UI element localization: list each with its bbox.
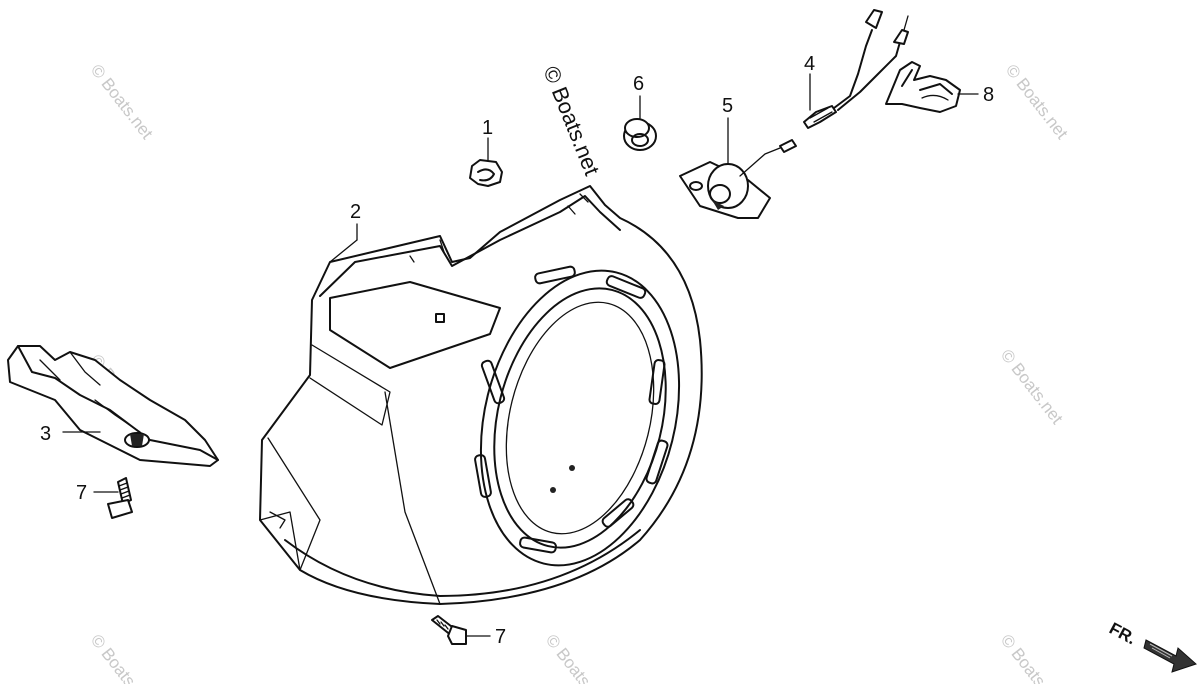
callout-2: 2 xyxy=(350,201,361,223)
leader-lines xyxy=(62,73,979,637)
watermark-text: © Boats.net xyxy=(997,346,1067,428)
watermark-text: © Boats.net xyxy=(87,631,157,684)
callouts: 1 2 3 4 5 6 7 7 8 xyxy=(40,53,994,648)
watermark-text: © Boats.net xyxy=(542,631,612,684)
bolt-part-upper xyxy=(107,477,133,519)
watermark-text: © Boats.net xyxy=(1002,61,1072,143)
watermark-text: © Boats.net xyxy=(997,631,1067,684)
callout-7-lower: 7 xyxy=(495,626,506,648)
front-direction-indicator: FR. xyxy=(1106,619,1197,673)
callout-3: 3 xyxy=(40,423,51,445)
callout-5: 5 xyxy=(722,95,733,117)
fan-cover-part xyxy=(259,185,703,605)
clip-part xyxy=(469,159,503,187)
direction-arrow-icon xyxy=(1143,639,1197,673)
direction-label: FR. xyxy=(1106,619,1139,649)
callout-7-upper: 7 xyxy=(76,482,87,504)
bolt-part-lower xyxy=(431,615,467,645)
grommet-part xyxy=(623,118,657,151)
switch-part xyxy=(679,139,797,219)
wire-lead-part xyxy=(803,9,909,129)
holder-part xyxy=(885,61,961,113)
callout-6: 6 xyxy=(633,73,644,95)
watermark-main: © Boats.net xyxy=(538,63,604,179)
callout-1: 1 xyxy=(482,117,493,139)
watermark-text: © Boats.net xyxy=(87,61,157,143)
air-guide-part xyxy=(7,345,219,467)
callout-8: 8 xyxy=(983,84,994,106)
callout-4: 4 xyxy=(804,53,815,75)
